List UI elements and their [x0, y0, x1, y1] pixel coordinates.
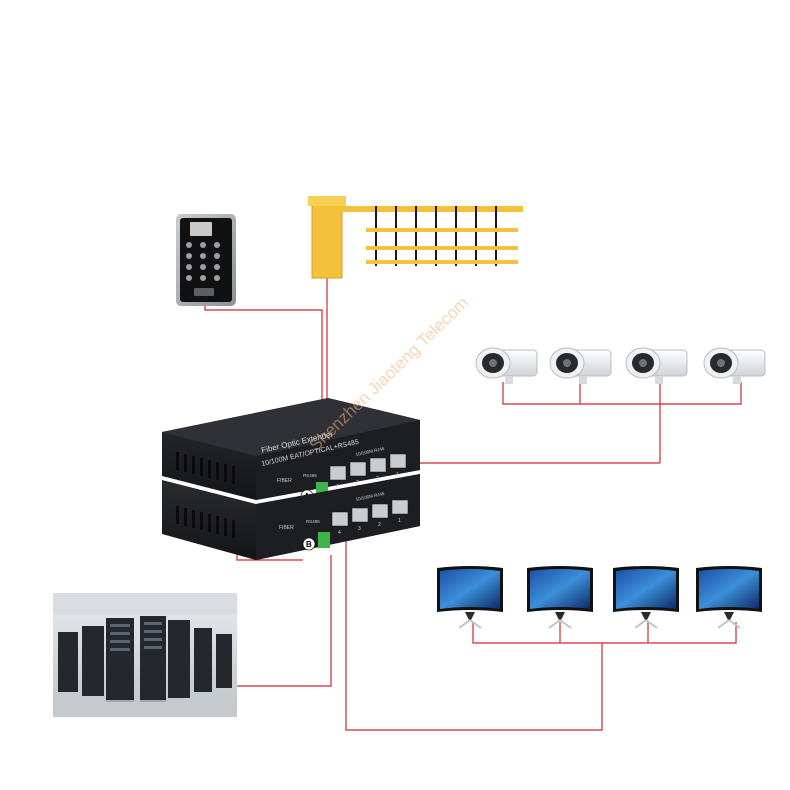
rs485-label-a: RS485	[303, 473, 317, 478]
rj45-ports-a	[329, 453, 407, 481]
rj45-port-icon	[389, 453, 407, 469]
rs485-label-b: RS485	[306, 519, 320, 524]
port-number: 4	[336, 484, 339, 490]
wire-server	[237, 555, 332, 687]
monitor-icon	[696, 566, 762, 629]
rj45-port-icon	[329, 465, 347, 481]
port-number: 1	[398, 518, 401, 524]
badge-b: B	[306, 540, 312, 549]
rj45-port-icon	[349, 461, 367, 477]
fiber-label-b: FIBER	[279, 525, 294, 531]
bullet-camera-icon	[703, 347, 766, 384]
monitor-icon	[527, 566, 593, 629]
badge-b-icon	[302, 537, 316, 551]
server-rack-icon	[53, 593, 237, 717]
bullet-camera-icon	[625, 347, 688, 384]
rs485-terminal-b	[318, 532, 330, 548]
bullet-camera-icon	[475, 347, 538, 384]
monitors	[437, 566, 762, 629]
port-number: 2	[378, 522, 381, 528]
rj45-port-icon	[391, 499, 409, 515]
monitor-icon	[613, 566, 679, 629]
rj45-port-icon	[331, 511, 349, 527]
rj45-port-icon	[351, 507, 369, 523]
wire-keypad	[204, 305, 323, 487]
port-header-b: 10/100M RJ45	[355, 491, 385, 502]
port-number: 1	[396, 472, 399, 478]
fiber-extender-b: FIBER RS485 10/100M RJ45 B 4 3 2 1	[162, 474, 420, 560]
bullet-camera-icon	[549, 347, 612, 384]
port-number: 3	[358, 526, 361, 532]
wire-camera-bus	[502, 382, 742, 405]
keypad-icon	[176, 214, 236, 306]
barrier-gate-icon	[308, 196, 523, 279]
rj45-port-icon	[371, 503, 389, 519]
wire-monitor-bus	[472, 622, 737, 644]
port-header-a: 10/100M RJ45	[355, 446, 385, 457]
port-number: 2	[376, 476, 379, 482]
rj45-ports-b	[331, 499, 409, 527]
rj45-port-icon	[369, 457, 387, 473]
cameras	[475, 347, 766, 384]
fiber-label-a: FIBER	[277, 478, 292, 484]
port-number: 3	[356, 480, 359, 486]
wire-monitor-trunk	[345, 540, 603, 731]
monitor-icon	[437, 566, 503, 629]
fiber-extender-a: Fiber Optic Extender 10/100M EAT/OPTICAL…	[162, 398, 420, 503]
port-number: 4	[338, 530, 341, 536]
wiring	[204, 278, 742, 731]
